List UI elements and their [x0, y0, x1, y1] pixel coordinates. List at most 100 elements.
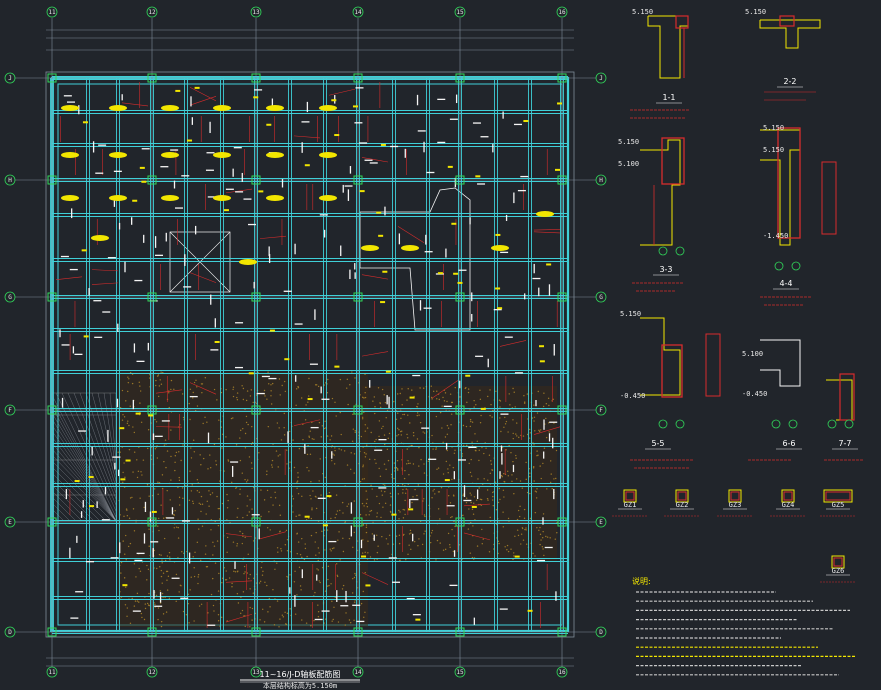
hatch-dot	[308, 470, 310, 472]
hatch-dot	[161, 474, 164, 476]
hatch-dot	[526, 491, 529, 494]
rebar-line	[361, 157, 389, 163]
rebar-tag	[266, 123, 272, 126]
hatch-dot	[555, 477, 557, 480]
hatch-dot	[286, 449, 288, 451]
hatch-dot	[197, 574, 200, 576]
hatch-dot	[525, 461, 527, 464]
hatch-dot	[347, 503, 350, 505]
hatch-dot	[170, 479, 172, 481]
rebar-tag	[352, 105, 358, 108]
hatch-dot	[193, 575, 196, 578]
hatch-dot	[473, 406, 475, 408]
section-4-4-elev-bot: -1.450	[763, 232, 788, 240]
hatch-dot	[328, 491, 331, 494]
axis-label: E	[8, 519, 12, 526]
axis-label: 12	[148, 669, 156, 676]
hatch-dot	[342, 550, 345, 553]
hatch-dot	[462, 494, 464, 497]
hatch-dot	[270, 403, 273, 405]
hatch-dot	[414, 488, 416, 491]
hatch-dot	[234, 571, 237, 573]
rebar-line	[293, 135, 321, 139]
hatch-dot	[362, 524, 365, 526]
hatch-dot	[363, 451, 366, 454]
axis-label: D	[8, 629, 12, 636]
hatch-dot	[528, 428, 531, 431]
slab-tag	[109, 105, 127, 111]
hatch-dot	[278, 378, 281, 380]
hatch-dot	[372, 400, 374, 402]
rebar-line	[463, 503, 491, 507]
hatch-dot	[284, 611, 286, 614]
slab-tag	[491, 245, 509, 251]
plan-title: 11~16/J-D轴板配筋图	[260, 669, 341, 679]
hatch-dot	[160, 554, 162, 556]
hatch-dot	[326, 585, 329, 587]
hatch-dot	[313, 619, 315, 622]
column-marker	[47, 627, 57, 637]
axis-bubble	[595, 404, 607, 416]
hatch-dot	[503, 426, 505, 428]
column-section-gz3: GZ3	[717, 489, 753, 517]
hatch-dot	[401, 388, 403, 390]
hatch-dot	[529, 517, 532, 520]
hatch-dot	[375, 462, 377, 464]
hatch-dot	[446, 449, 448, 452]
slab-tag	[266, 195, 284, 201]
hatch-dot	[383, 463, 386, 465]
hatch-dot	[164, 439, 167, 441]
hatch-dot	[274, 491, 276, 494]
rebar-tag	[557, 102, 563, 105]
hatch-dot	[267, 371, 269, 373]
hatch-dot	[524, 401, 526, 403]
hatch-dot	[486, 497, 489, 500]
hatch-dot	[373, 396, 376, 398]
hatch-dot	[208, 490, 210, 492]
hatch-dot	[225, 436, 227, 438]
hatch-line	[51, 424, 117, 522]
hatch-dot	[435, 448, 437, 451]
hatch-dot	[383, 434, 386, 436]
hatch-dot	[409, 529, 412, 532]
hatch-dot	[304, 547, 307, 550]
hatch-dot	[404, 492, 407, 494]
hatch-dot	[307, 444, 309, 447]
hatch-dot	[218, 507, 220, 510]
hatch-dot	[223, 567, 226, 569]
hatch-dot	[133, 563, 136, 565]
hatch-dot	[200, 510, 202, 513]
hatch-dot	[317, 569, 319, 571]
hatch-dot	[427, 460, 429, 462]
hatch-dot	[201, 392, 203, 394]
hatch-dot	[286, 539, 289, 541]
hatch-dot	[244, 447, 247, 449]
hatch-dot	[526, 393, 529, 395]
hatch-dot	[216, 399, 218, 401]
hatch-dot	[123, 577, 126, 579]
hatch-dot	[231, 481, 233, 484]
hatch-dot	[276, 600, 279, 602]
hatch-dot	[158, 385, 161, 387]
hatch-dot	[160, 504, 162, 506]
hatch-dot	[182, 416, 185, 419]
hatch-dot	[368, 514, 370, 516]
hatch-dot	[417, 545, 419, 547]
axis-bubble	[595, 291, 607, 303]
hatch-dot	[139, 570, 142, 572]
hatch-dot	[321, 425, 324, 427]
hatch-dot	[523, 402, 526, 404]
column-rebar	[783, 491, 793, 501]
hatch-dot	[374, 406, 376, 408]
hatch-dot	[236, 396, 238, 399]
hatch-dot	[556, 532, 558, 534]
rebar-line	[361, 351, 389, 357]
hatch-dot	[352, 546, 354, 549]
hatch-dot	[467, 528, 470, 530]
hatch-dot	[347, 403, 349, 406]
hatch-dot	[199, 503, 202, 506]
hatch-dot	[349, 468, 352, 471]
hatch-dot	[376, 534, 378, 536]
hatch-dot	[323, 427, 326, 430]
hatch-dot	[215, 464, 218, 466]
